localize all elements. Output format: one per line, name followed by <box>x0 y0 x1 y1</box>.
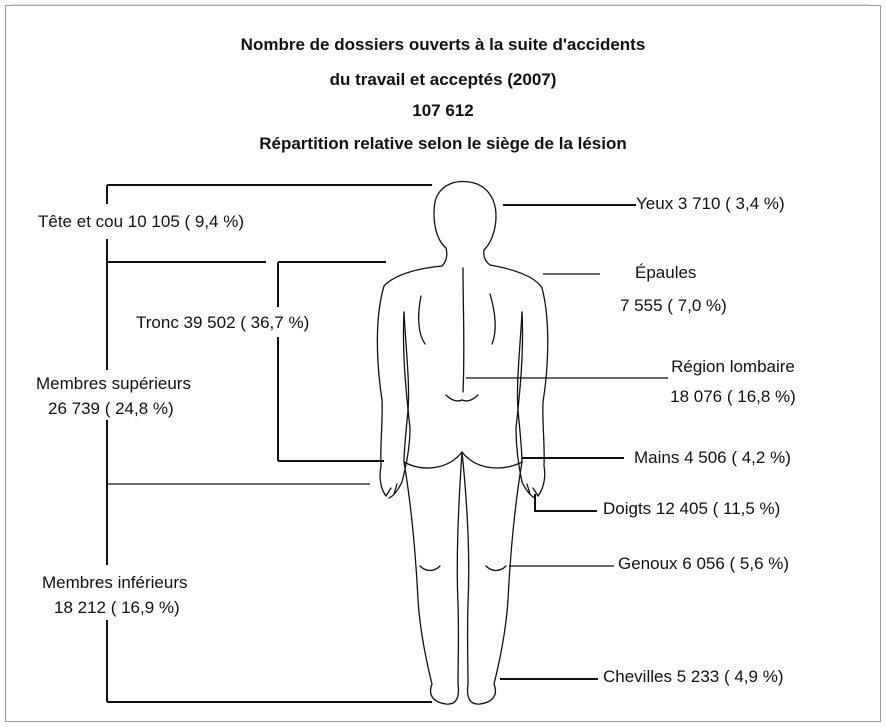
figure-left-shoulder <box>383 265 443 287</box>
title-line-4: Répartition relative selon le siège de l… <box>259 134 627 153</box>
lumbar-value: 18 076 ( 16,8 %) <box>670 387 796 406</box>
upper-limbs-value: 26 739 ( 24,8 %) <box>48 399 174 418</box>
title-line-1: Nombre de dossiers ouverts à la suite d'… <box>240 35 646 54</box>
ankles-label: Chevilles 5 233 ( 4,9 %) <box>603 667 784 686</box>
lower-limbs-value: 18 212 ( 16,9 %) <box>54 598 180 617</box>
knees-label: Genoux 6 056 ( 5,6 %) <box>618 554 790 573</box>
figure-lumbar-marks <box>445 394 479 402</box>
figure-left-arm-outer <box>376 285 387 497</box>
head-neck-label: Tête et cou 10 105 ( 9,4 %) <box>38 212 245 231</box>
figure-torso-right <box>516 311 523 463</box>
shoulders-name: Épaules <box>635 263 697 282</box>
total-count: 107 612 <box>412 101 474 120</box>
eyes-label: Yeux 3 710 ( 3,4 %) <box>636 194 785 213</box>
human-figure <box>376 180 549 705</box>
shoulders-value: 7 555 ( 7,0 %) <box>620 296 727 315</box>
figure-left-hand <box>385 481 403 499</box>
figure-left-leg <box>403 461 433 685</box>
figure-neck-right <box>483 249 491 266</box>
figure-left-scapula <box>418 295 426 345</box>
left-bracket-lines <box>106 184 432 703</box>
hands-label: Mains 4 506 ( 4,2 %) <box>634 448 791 467</box>
figure-right-knee <box>485 565 507 572</box>
lumbar-name: Région lombaire <box>671 357 795 376</box>
figure-inner-leg-right <box>461 451 470 685</box>
fingers-leader-line <box>534 494 597 512</box>
figure-neck-left <box>441 247 448 267</box>
figure-right-foot <box>466 683 497 705</box>
figure-left-knee <box>419 565 441 572</box>
figure-torso-left <box>403 311 410 463</box>
figure-right-hand <box>521 481 539 499</box>
figure-right-scapula <box>489 293 496 345</box>
figure-spine <box>462 267 465 393</box>
figure-right-shoulder <box>489 264 543 289</box>
figure-head <box>433 180 497 251</box>
right-leader-lines <box>466 204 668 680</box>
fingers-label: Doigts 12 405 ( 11,5 %) <box>603 499 781 518</box>
figure-right-arm-outer <box>537 287 549 497</box>
figure-right-arm-inner <box>515 311 524 483</box>
lower-limbs-name: Membres inférieurs <box>42 573 188 592</box>
trunk-label: Tronc 39 502 ( 36,7 %) <box>136 313 310 332</box>
upper-limbs-name: Membres supérieurs <box>36 374 191 393</box>
figure-inner-leg-left <box>456 451 463 685</box>
figure-right-leg <box>493 461 523 685</box>
title-line-2: du travail et acceptés (2007) <box>329 70 557 89</box>
figure-left-arm-inner <box>401 311 411 483</box>
figure-left-foot <box>429 683 460 705</box>
